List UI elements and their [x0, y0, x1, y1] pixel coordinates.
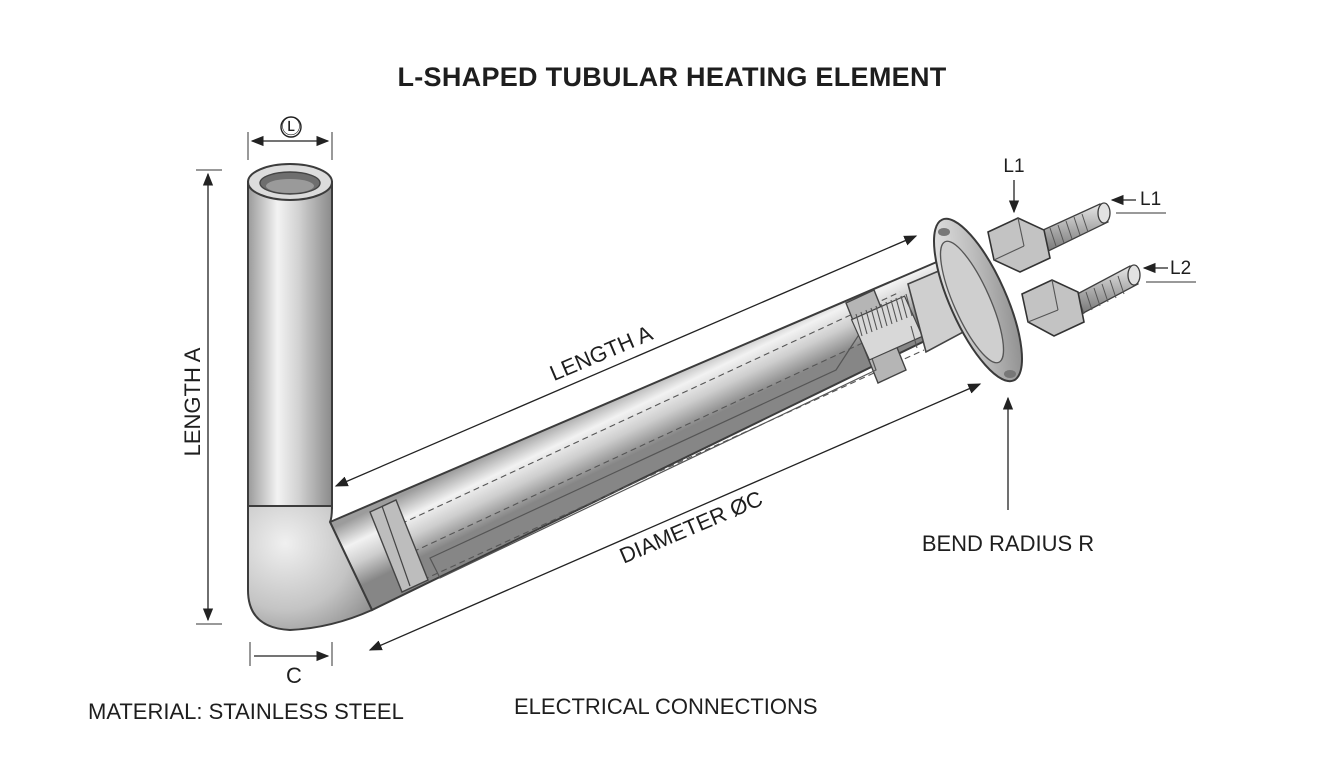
dimension-c: C	[249, 642, 333, 688]
mounting-flange	[933, 217, 1023, 383]
length-vertical-label: LENGTH A	[180, 347, 205, 456]
connections-label: ELECTRICAL CONNECTIONS	[514, 694, 818, 719]
diameter-symbol: Ⓛ	[281, 116, 300, 138]
c-label: C	[286, 663, 302, 688]
material-label: MATERIAL: STAINLESS STEEL	[88, 699, 404, 724]
dimension-bend-radius: BEND RADIUS R	[922, 396, 1094, 556]
terminal-stud-l2	[1021, 264, 1141, 337]
terminal-l1-label: L1	[1140, 189, 1161, 210]
terminal-top-label: L1	[1003, 156, 1024, 177]
bend-radius-label: BEND RADIUS R	[922, 531, 1094, 556]
dimension-length-vertical: LENGTH A	[180, 169, 222, 625]
tube-bend	[247, 505, 374, 632]
length-horizontal-label: LENGTH A	[546, 320, 656, 386]
dimension-diameter-top: Ⓛ	[247, 116, 333, 160]
vertical-tube	[247, 163, 333, 509]
terminal-labels: L1 L1 L2	[1003, 156, 1196, 283]
diameter-label: DIAMETER ØC	[616, 486, 767, 569]
terminal-l2-label: L2	[1170, 258, 1191, 279]
terminal-stud-l1	[987, 202, 1111, 273]
diagram-title: L-SHAPED TUBULAR HEATING ELEMENT	[397, 62, 946, 92]
